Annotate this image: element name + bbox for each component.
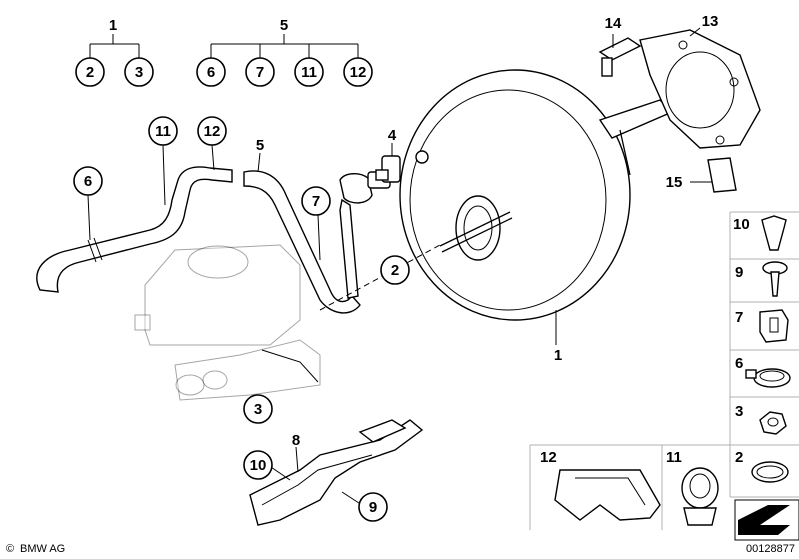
bracket-assembly[interactable] — [249, 419, 424, 526]
sidebar-item-7[interactable]: 7 — [735, 309, 789, 343]
copyright-symbol: © — [6, 543, 14, 555]
leader-9 — [341, 491, 363, 506]
callout-11[interactable]: 11 — [148, 116, 178, 146]
svg-text:7: 7 — [312, 193, 320, 210]
group-item-7[interactable]: 7 — [245, 57, 275, 87]
bottom-item-12[interactable]: 12 — [540, 449, 661, 521]
svg-text:3: 3 — [254, 401, 262, 418]
group-item-3[interactable]: 3 — [124, 57, 154, 87]
leader-12 — [211, 144, 215, 171]
master-cylinder — [134, 244, 321, 401]
svg-text:14: 14 — [605, 15, 622, 32]
leader-6 — [87, 194, 91, 241]
svg-text:10: 10 — [733, 216, 750, 233]
group-label-5: 5 — [280, 17, 288, 34]
check-valve[interactable] — [375, 155, 401, 183]
callout-14[interactable]: 14 — [605, 15, 622, 32]
bottom-parts: 12 11 — [529, 444, 730, 530]
brand-label: BMW AG — [20, 543, 65, 555]
svg-text:12: 12 — [350, 64, 367, 81]
svg-text:1: 1 — [554, 347, 562, 364]
group-tree-1: 1 2 3 — [75, 17, 154, 87]
callout-3[interactable]: 3 — [243, 394, 273, 424]
svg-text:12: 12 — [204, 123, 221, 140]
leader-3-master — [261, 349, 319, 383]
leader-13 — [689, 27, 701, 37]
group-item-11[interactable]: 11 — [294, 57, 324, 87]
brake-booster[interactable] — [399, 69, 674, 321]
svg-text:11: 11 — [666, 449, 682, 466]
svg-text:7: 7 — [256, 64, 264, 81]
svg-text:9: 9 — [735, 264, 743, 281]
callout-7[interactable]: 7 — [301, 186, 331, 216]
dashed-leader — [319, 244, 441, 311]
group-tree-5: 5 6 7 11 12 — [196, 17, 373, 87]
svg-text:15: 15 — [666, 174, 683, 191]
svg-text:13: 13 — [702, 13, 719, 30]
svg-text:11: 11 — [155, 123, 171, 140]
callout-15[interactable]: 15 — [666, 174, 683, 191]
svg-text:11: 11 — [301, 64, 317, 81]
sidebar-parts: 10 9 7 6 3 2 — [729, 211, 799, 541]
leader-8 — [295, 446, 299, 473]
svg-text:9: 9 — [369, 499, 377, 516]
sidebar-item-10[interactable]: 10 — [733, 215, 787, 251]
svg-text:3: 3 — [735, 403, 743, 420]
sidebar-item-9[interactable]: 9 — [735, 261, 788, 297]
svg-text:5: 5 — [256, 137, 264, 154]
callout-4[interactable]: 4 — [388, 127, 397, 144]
svg-text:2: 2 — [735, 449, 743, 466]
group-item-2[interactable]: 2 — [75, 57, 105, 87]
group-item-12[interactable]: 12 — [343, 57, 373, 87]
hose-5[interactable] — [243, 170, 361, 314]
callout-12[interactable]: 12 — [197, 116, 227, 146]
svg-text:8: 8 — [292, 432, 300, 449]
sidebar-item-6[interactable]: 6 — [735, 355, 791, 388]
callout-8[interactable]: 8 — [292, 432, 300, 449]
leader-5 — [257, 152, 261, 173]
hose-6-11[interactable] — [36, 166, 233, 293]
group-label-1: 1 — [109, 17, 117, 34]
bottom-item-11[interactable]: 11 — [666, 449, 719, 526]
callout-2[interactable]: 2 — [380, 255, 410, 285]
clevis-pin[interactable] — [598, 37, 642, 77]
gasket[interactable] — [639, 29, 761, 149]
callout-13[interactable]: 13 — [702, 13, 719, 30]
callout-6[interactable]: 6 — [73, 166, 103, 196]
group-item-6[interactable]: 6 — [196, 57, 226, 87]
callout-5[interactable]: 5 — [256, 137, 264, 154]
callout-1[interactable]: 1 — [554, 347, 562, 364]
svg-text:6: 6 — [84, 173, 92, 190]
callout-10[interactable]: 10 — [243, 450, 273, 480]
clip-15[interactable] — [707, 157, 737, 193]
sidebar-item-3[interactable]: 3 — [735, 403, 787, 435]
hose-7[interactable] — [339, 171, 391, 299]
callout-9[interactable]: 9 — [358, 492, 388, 522]
leader-7 — [317, 214, 321, 261]
sidebar-arrow-icon — [734, 499, 799, 541]
footer-brand: © BMW AG — [6, 543, 65, 555]
leader-11 — [162, 144, 166, 206]
svg-text:6: 6 — [207, 64, 215, 81]
sidebar-item-2[interactable]: 2 — [735, 449, 789, 483]
diagram-id: 00128877 — [746, 543, 795, 555]
svg-text:10: 10 — [250, 457, 267, 474]
svg-text:12: 12 — [540, 449, 557, 466]
svg-text:2: 2 — [391, 262, 399, 279]
svg-text:6: 6 — [735, 355, 743, 372]
svg-text:2: 2 — [86, 64, 94, 81]
svg-text:4: 4 — [388, 127, 397, 144]
svg-text:7: 7 — [735, 309, 743, 326]
svg-text:3: 3 — [135, 64, 143, 81]
